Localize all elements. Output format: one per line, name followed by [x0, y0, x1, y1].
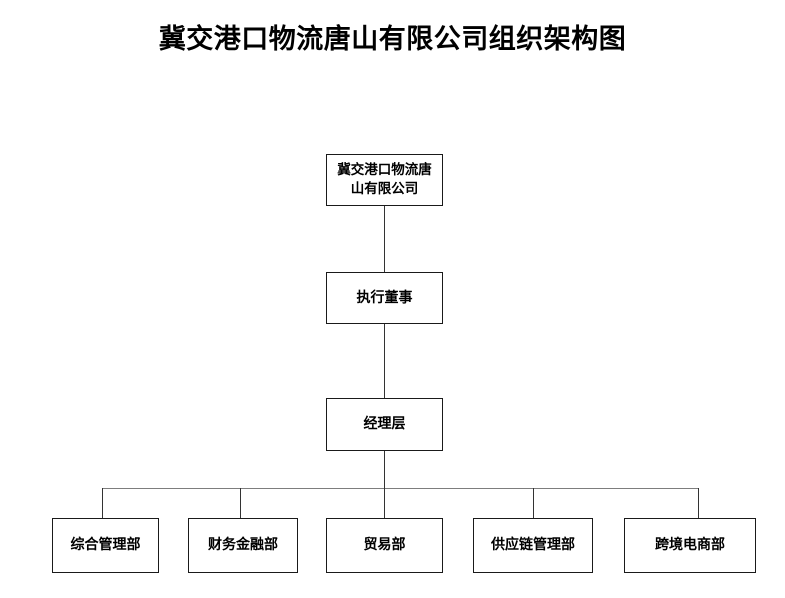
connector-drop-comprehensive-management: [101, 488, 103, 518]
connector-drop-cross-border-ecommerce: [697, 488, 699, 518]
org-node-finance-dept: 财务金融部: [188, 518, 298, 573]
org-node-manager-level: 经理层: [326, 398, 443, 451]
connector-drop-trade: [383, 451, 385, 518]
connector-distribution-bar: [102, 487, 699, 489]
connector-executive-to-manager: [383, 324, 385, 398]
org-node-executive-director: 执行董事: [326, 272, 443, 324]
org-node-company: 冀交港口物流唐山有限公司: [326, 154, 443, 206]
page-title: 冀交港口物流唐山有限公司组织架构图: [158, 24, 627, 55]
org-node-cross-border-ecommerce-dept: 跨境电商部: [624, 518, 756, 573]
org-node-supply-chain-management-dept: 供应链管理部: [473, 518, 593, 573]
connector-drop-supply-chain: [532, 488, 534, 518]
connector-drop-finance: [240, 488, 242, 518]
org-node-trade-dept: 贸易部: [326, 518, 443, 573]
org-node-comprehensive-management-dept: 综合管理部: [52, 518, 159, 573]
connector-root-to-executive: [383, 206, 385, 272]
